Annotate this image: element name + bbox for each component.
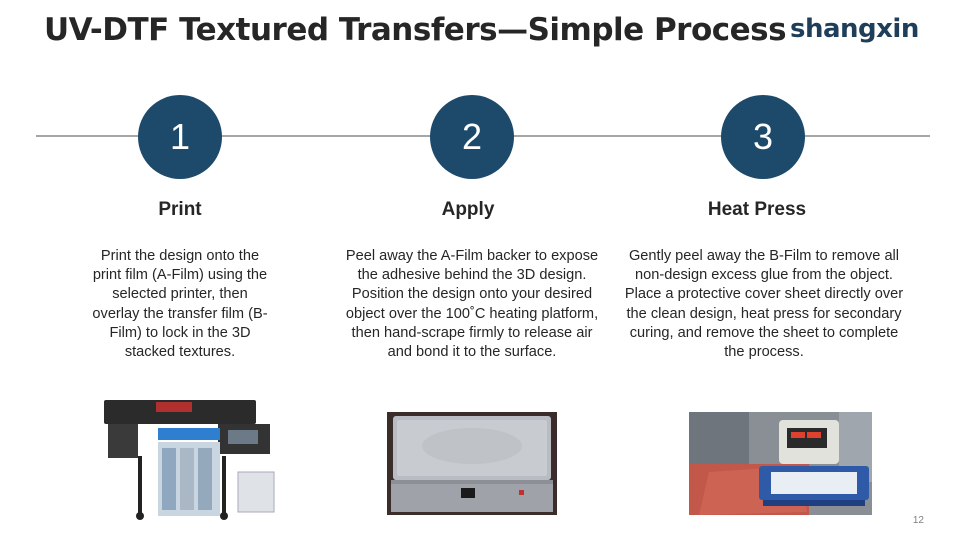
printer-photo (98, 386, 278, 522)
step-2-description: Peel away the A-Film backer to expose th… (345, 248, 599, 361)
heating-platform-photo (387, 412, 557, 515)
step-2-title: Apply (441, 199, 495, 220)
step-1-number-circle: 1 (138, 95, 222, 179)
step-1-title: Print (158, 199, 202, 220)
step-3-description: Gently peel away the B-Film to remove al… (624, 248, 904, 361)
step-1-description: Print the design onto the print film (A-… (92, 248, 268, 361)
step-3-title: Heat Press (707, 199, 807, 220)
brand-logo: shangxin (790, 14, 919, 44)
step-3-number: 3 (752, 116, 774, 157)
heat-press-photo (689, 412, 872, 515)
step-2-number-circle: 2 (430, 95, 514, 179)
page-number: 12 (912, 515, 924, 526)
step-1-number: 1 (169, 116, 191, 157)
step-2-number: 2 (461, 116, 483, 157)
slide-title: UV-DTF Textured Transfers—Simple Process (44, 12, 787, 48)
step-3-number-circle: 3 (721, 95, 805, 179)
